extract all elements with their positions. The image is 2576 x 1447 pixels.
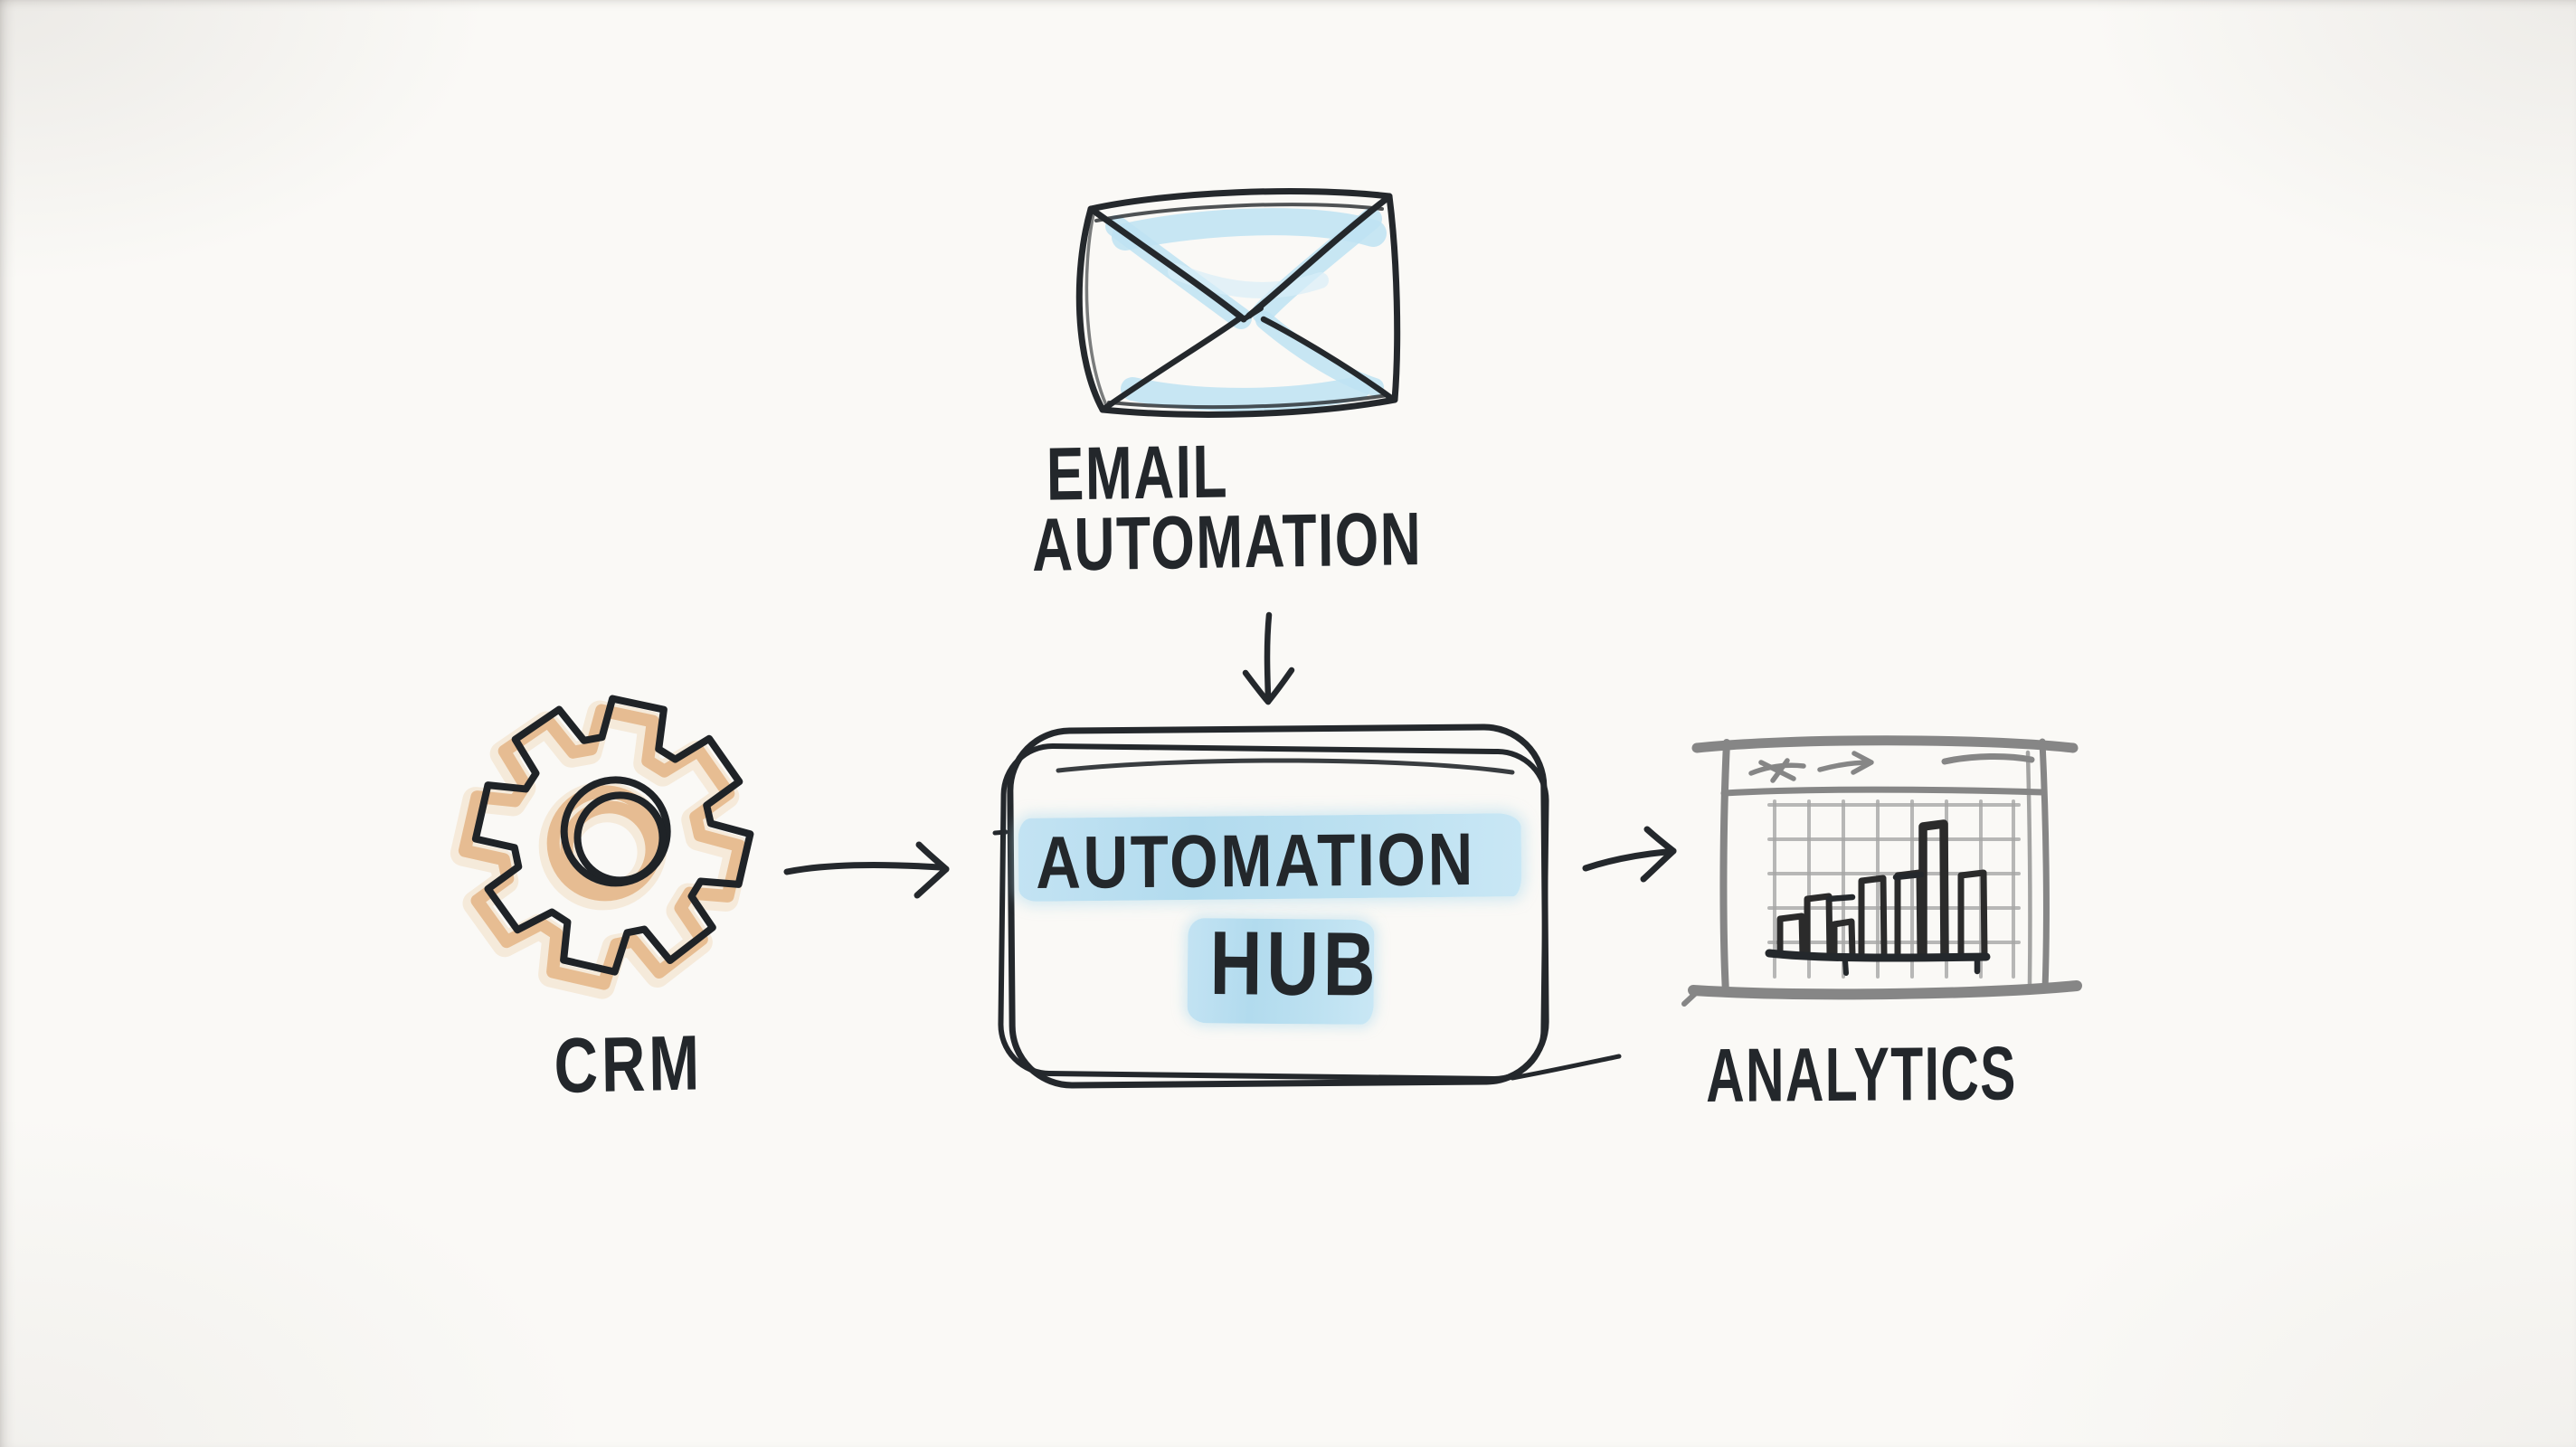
chart-grid [1767, 799, 2021, 979]
arrow-hub-to-analytics [1582, 826, 1677, 883]
chart-bar [1858, 875, 1888, 959]
gear-icon [444, 679, 769, 1005]
hub-label-automation: AUTOMATION [1035, 818, 1476, 904]
chart-bar [1831, 918, 1856, 959]
crm-label: CRM [553, 1019, 704, 1110]
chart-bar [1957, 869, 1988, 959]
chart-bar [1776, 913, 1806, 959]
hub-box [992, 724, 1622, 1089]
window-header-doodles [1748, 751, 2035, 783]
bar-chart-window-icon [1681, 735, 2082, 1007]
chart-bar-decorations [1765, 871, 1991, 976]
chart-bar [1918, 819, 1949, 960]
analytics-label: ANALYTICS [1705, 1030, 2017, 1118]
arrow-crm-to-hub [783, 841, 950, 899]
email-automation-label: EMAIL AUTOMATION [1031, 429, 1423, 587]
envelope-icon [1075, 188, 1401, 418]
hub-label-hub: HUB [1209, 913, 1380, 1016]
window-frame [1681, 735, 2082, 1007]
chart-bar [1804, 893, 1833, 959]
email-label-line2: AUTOMATION [1031, 496, 1423, 587]
chart-bars [1776, 819, 1988, 960]
arrow-email-to-hub [1242, 611, 1295, 705]
